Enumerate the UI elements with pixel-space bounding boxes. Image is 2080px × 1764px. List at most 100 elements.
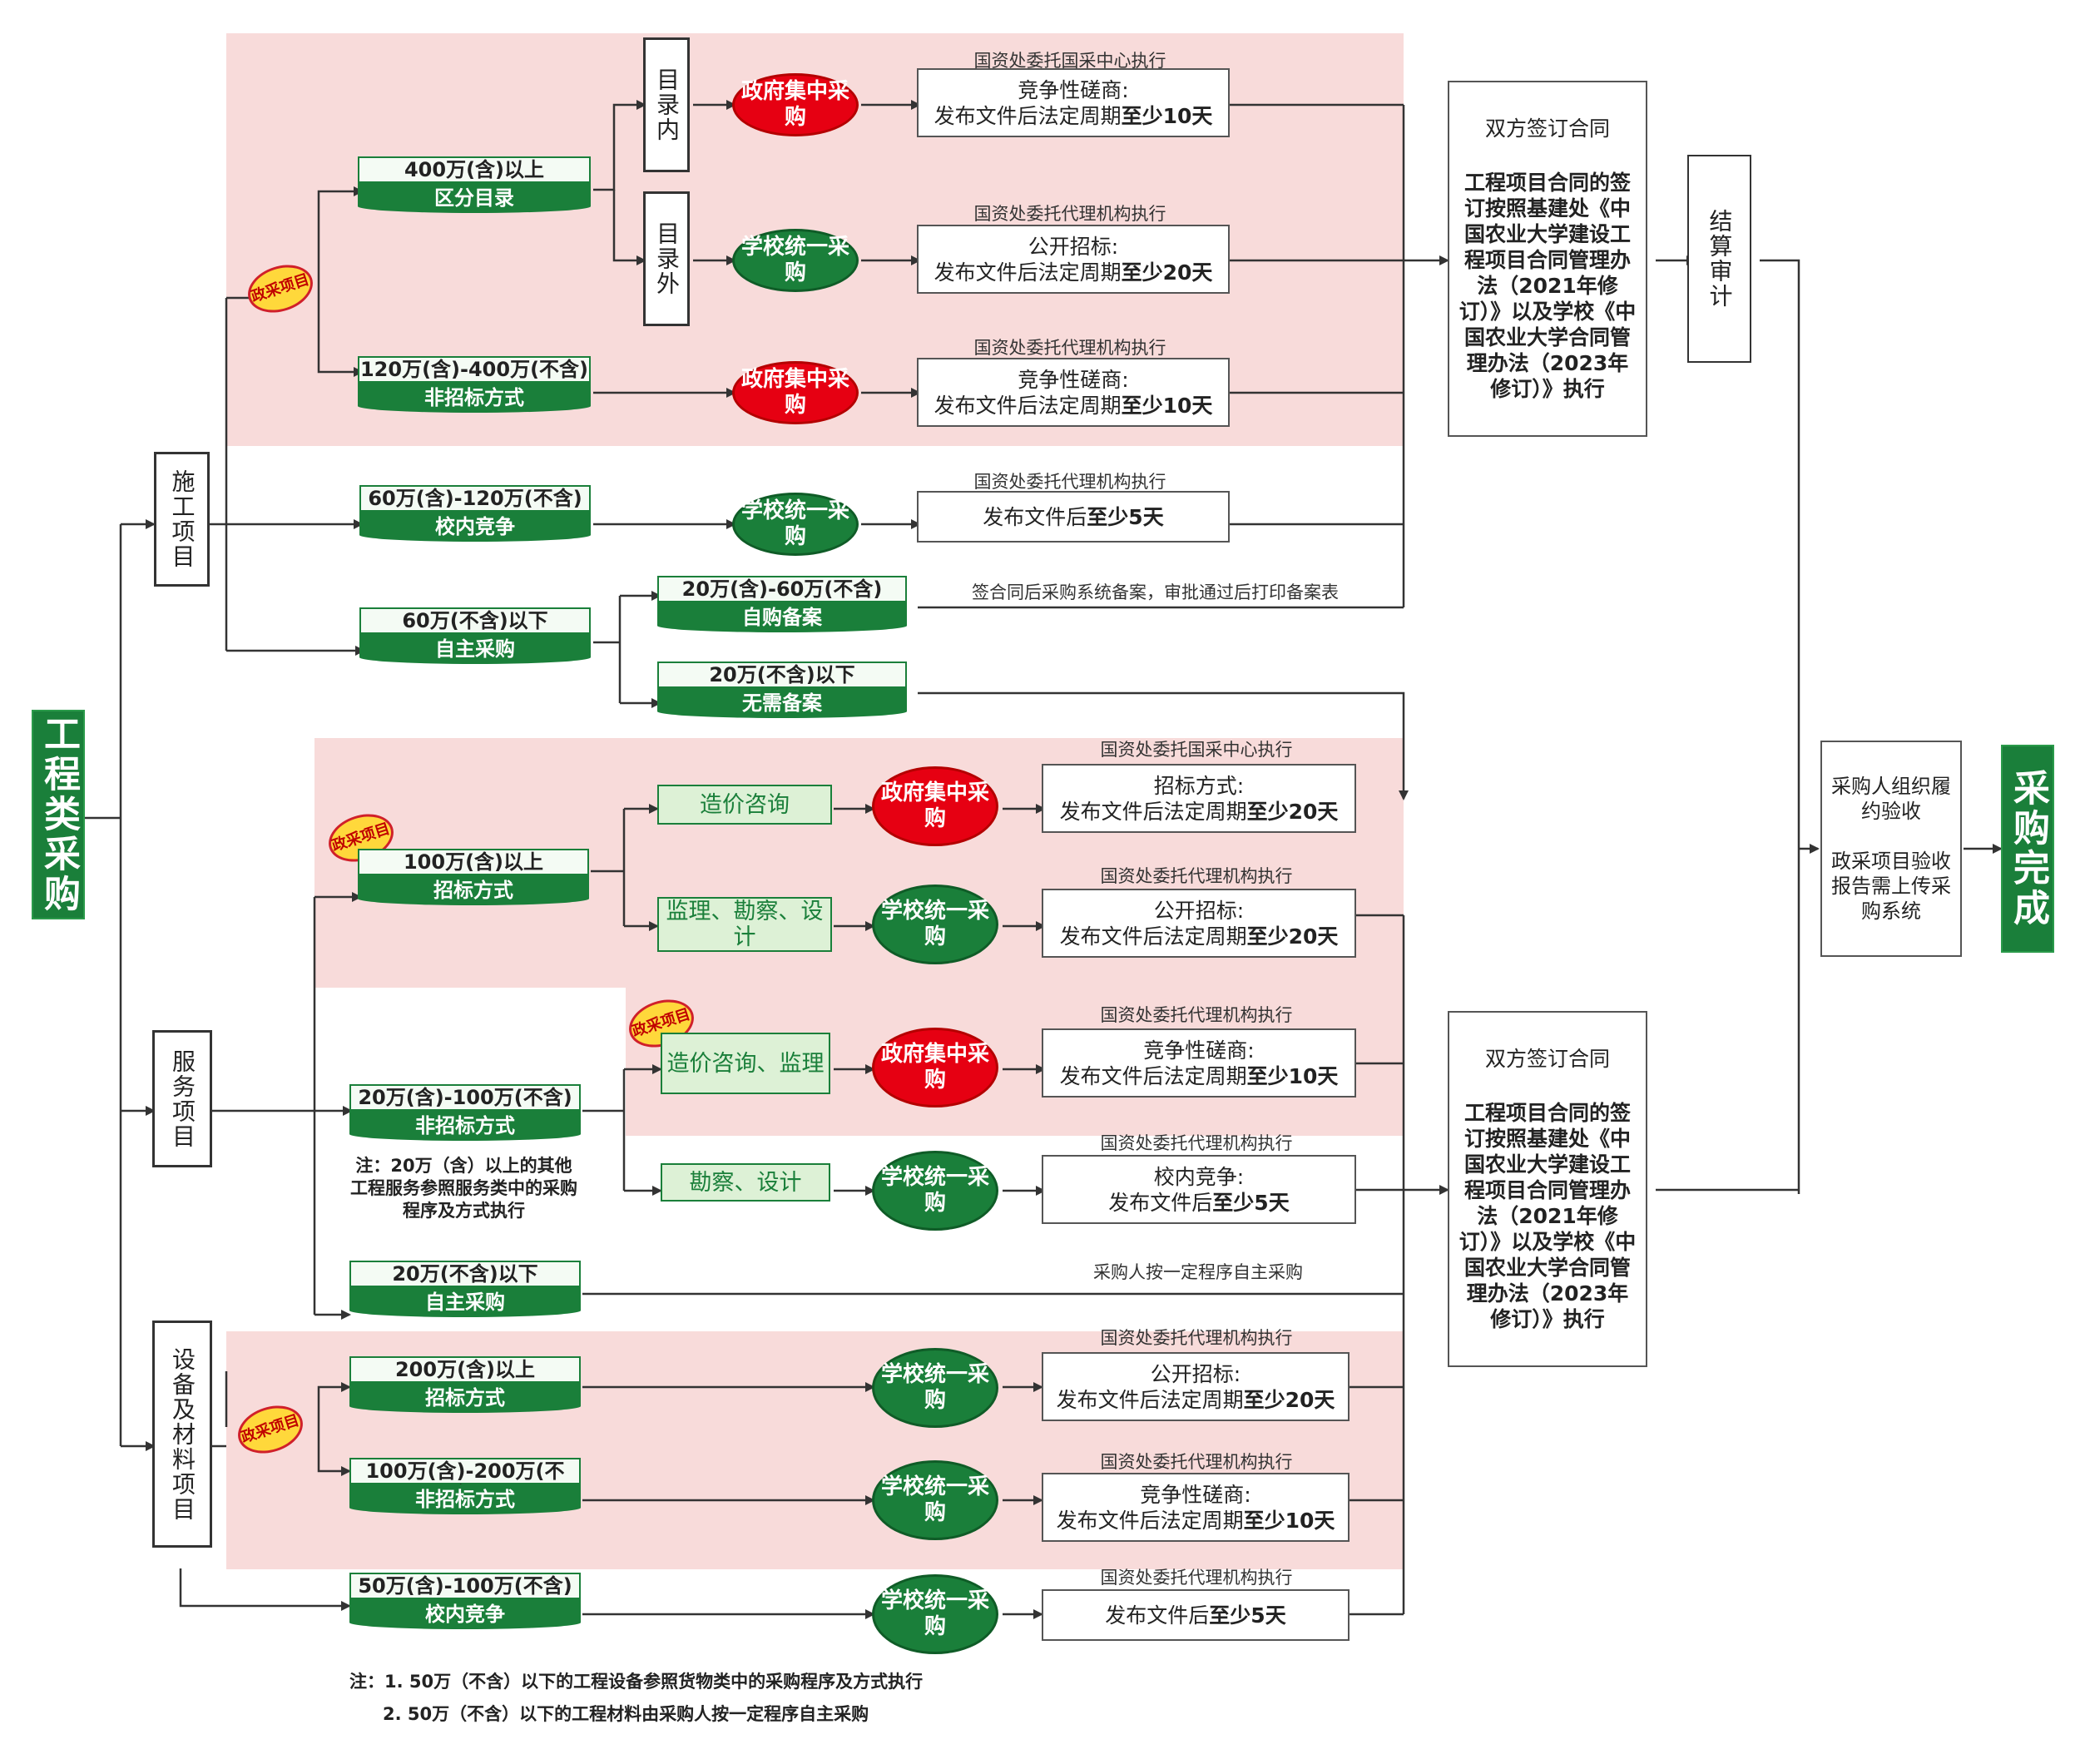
threshold-method: 自主采购 (359, 634, 591, 664)
catalog-inside[interactable]: 目录内 (643, 37, 690, 172)
threshold-c120[interactable]: 120万(含)-400万(不含) 非招标方式 (358, 356, 591, 414)
settlement-audit[interactable]: 结算审计 (1687, 155, 1751, 363)
threshold-s20below[interactable]: 20万(不含)以下 自主采购 (349, 1261, 581, 1319)
rule-box: 招标方式: 发布文件后法定周期至少20天 (1042, 764, 1356, 833)
threshold-range: 120万(含)-400万(不含) (358, 356, 591, 383)
rule-period: 发布文件后法定周期至少20天 (1056, 1387, 1335, 1412)
rule-method: 招标方式: (1153, 773, 1245, 798)
bottom-note-1: 注：1. 50万（不含）以下的工程设备参照货物类中的采购程序及方式执行 (349, 1672, 924, 1692)
rule-period: 发布文件后至少5天 (1108, 1190, 1290, 1215)
school-unified-procurement[interactable]: 学校统一采购 (872, 1460, 998, 1540)
exec-label: 国资处委托代理机构执行 (973, 472, 1166, 492)
threshold-method: 区分目录 (358, 183, 591, 213)
contract-body: 工程项目合同的签订按照基建处《中国农业大学建设工程项目合同管理办法（2021年修… (1458, 1101, 1637, 1331)
exec-label: 国资处委托国采中心执行 (1100, 740, 1293, 760)
rule-method: 公开招标: (1153, 898, 1245, 923)
exec-label: 国资处委托代理机构执行 (1100, 1452, 1293, 1472)
filing-note: 签合同后采购系统备案，审批通过后打印备案表 (972, 582, 1339, 602)
service-type-cost-supervision[interactable]: 造价咨询、监理 (661, 1033, 830, 1094)
contract-body: 工程项目合同的签订按照基建处《中国农业大学建设工程项目合同管理办法（2021年修… (1458, 171, 1637, 401)
threshold-method: 招标方式 (349, 1383, 581, 1413)
exec-label: 国资处委托代理机构执行 (1100, 866, 1293, 886)
rule-period: 发布文件后法定周期至少20天 (1059, 924, 1339, 949)
exec-label: 国资处委托代理机构执行 (973, 338, 1166, 358)
rule-box: 公开招标: 发布文件后法定周期至少20天 (1042, 889, 1356, 958)
rule-method: 竞争性磋商: (1140, 1482, 1251, 1507)
threshold-range: 20万(含)-60万(不含) (657, 576, 907, 602)
threshold-method: 校内竞争 (359, 512, 591, 542)
threshold-range: 50万(含)-100万(不含) (349, 1573, 581, 1599)
threshold-e200[interactable]: 200万(含)以上 招标方式 (349, 1356, 581, 1415)
threshold-range: 100万(含)-200万(不含) (349, 1458, 581, 1506)
rule-box: 竞争性磋商: 发布文件后法定周期至少10天 (917, 68, 1230, 137)
gov-centralized-procurement[interactable]: 政府集中采购 (872, 1028, 998, 1107)
rule-period: 发布文件后法定周期至少10天 (934, 393, 1213, 418)
exec-label: 国资处委托代理机构执行 (1100, 1005, 1293, 1025)
rule-method: 公开招标: (1150, 1361, 1241, 1386)
threshold-c400[interactable]: 400万(含)以上 区分目录 (358, 156, 591, 215)
threshold-method: 非招标方式 (358, 383, 591, 413)
school-unified-procurement[interactable]: 学校统一采购 (732, 229, 859, 292)
category-service[interactable]: 服务项目 (152, 1030, 212, 1167)
rule-method: 竞争性磋商: (1018, 77, 1129, 102)
rule-box: 公开招标: 发布文件后法定周期至少20天 (917, 225, 1230, 294)
self-procurement-note: 采购人按一定程序自主采购 (1093, 1262, 1303, 1282)
rule-period: 发布文件后法定周期至少20天 (934, 260, 1213, 285)
threshold-s100[interactable]: 100万(含)以上 招标方式 (358, 849, 589, 907)
rule-period: 发布文件后法定周期至少10天 (1059, 1063, 1339, 1088)
catalog-outside[interactable]: 目录外 (643, 191, 690, 326)
rule-box: 竞争性磋商: 发布文件后法定周期至少10天 (1042, 1028, 1356, 1098)
rule-box: 公开招标: 发布文件后法定周期至少20天 (1042, 1352, 1350, 1421)
gov-centralized-procurement[interactable]: 政府集中采购 (732, 361, 859, 424)
threshold-method: 无需备案 (657, 688, 907, 718)
category-construction[interactable]: 施工项目 (154, 452, 210, 587)
threshold-range: 60万(含)-120万(不含) (359, 485, 591, 512)
rule-box: 发布文件后至少5天 (917, 491, 1230, 543)
exec-label: 国资处委托代理机构执行 (1100, 1328, 1293, 1348)
school-unified-procurement[interactable]: 学校统一采购 (872, 884, 998, 964)
rule-method: 竞争性磋商: (1143, 1038, 1255, 1063)
exec-label: 国资处委托代理机构执行 (1100, 1133, 1293, 1153)
threshold-range: 60万(不含)以下 (359, 607, 591, 634)
threshold-c60[interactable]: 60万(含)-120万(不含) 校内竞争 (359, 485, 591, 543)
procurement-complete-label: 采购完成 (2001, 745, 2054, 953)
gov-centralized-procurement[interactable]: 政府集中采购 (872, 766, 998, 846)
school-unified-procurement[interactable]: 学校统一采购 (732, 493, 859, 556)
rule-method: 公开招标: (1028, 234, 1119, 259)
threshold-s20-100[interactable]: 20万(含)-100万(不含) 非招标方式 (349, 1084, 581, 1142)
contract-box-construction: 双方签订合同 工程项目合同的签订按照基建处《中国农业大学建设工程项目合同管理办法… (1448, 81, 1647, 437)
school-unified-procurement[interactable]: 学校统一采购 (872, 1151, 998, 1231)
threshold-method: 校内竞争 (349, 1599, 581, 1629)
rule-box: 校内竞争: 发布文件后至少5天 (1042, 1155, 1356, 1224)
bottom-note-2: 2. 50万（不含）以下的工程材料由采购人按一定程序自主采购 (383, 1704, 869, 1724)
contract-title: 双方签订合同 (1484, 1047, 1610, 1071)
rule-box: 发布文件后至少5天 (1042, 1589, 1350, 1641)
rule-period: 发布文件后法定周期至少10天 (1056, 1508, 1335, 1533)
acceptance-box: 采购人组织履约验收 政采项目验收报告需上传采购系统 (1820, 741, 1962, 957)
rule-method: 竞争性磋商: (1018, 367, 1129, 392)
threshold-e100-200[interactable]: 100万(含)-200万(不含) 非招标方式 (349, 1458, 581, 1516)
threshold-range: 20万(含)-100万(不含) (349, 1084, 581, 1111)
gov-centralized-procurement[interactable]: 政府集中采购 (732, 73, 859, 136)
rule-period: 发布文件后法定周期至少10天 (934, 103, 1213, 128)
engineering-procurement-title: 工程类采购 (32, 710, 85, 919)
threshold-c60below[interactable]: 60万(不含)以下 自主采购 (359, 607, 591, 666)
school-unified-procurement[interactable]: 学校统一采购 (872, 1348, 998, 1428)
service-type-supervision-survey-design[interactable]: 监理、勘察、设计 (657, 897, 832, 952)
category-equipment[interactable]: 设备及材料项目 (152, 1321, 212, 1548)
service-type-cost-consulting[interactable]: 造价咨询 (657, 785, 832, 825)
exec-label: 国资处委托代理机构执行 (1100, 1568, 1293, 1588)
rule-box: 竞争性磋商: 发布文件后法定周期至少10天 (917, 358, 1230, 427)
contract-title: 双方签订合同 (1484, 116, 1610, 141)
threshold-range: 20万(不含)以下 (657, 662, 907, 688)
school-unified-procurement[interactable]: 学校统一采购 (872, 1574, 998, 1654)
service-type-survey-design[interactable]: 勘察、设计 (661, 1163, 830, 1202)
threshold-c20below[interactable]: 20万(不含)以下 无需备案 (657, 662, 907, 720)
rule-period: 发布文件后法定周期至少20天 (1059, 799, 1339, 824)
service-note: 注：20万（含）以上的其他工程服务参照服务类中的采购程序及方式执行 (350, 1156, 577, 1221)
threshold-method: 招标方式 (358, 875, 589, 905)
threshold-method: 非招标方式 (349, 1484, 581, 1514)
threshold-e50-100[interactable]: 50万(含)-100万(不含) 校内竞争 (349, 1573, 581, 1631)
threshold-c20-60[interactable]: 20万(含)-60万(不含) 自购备案 (657, 576, 907, 634)
